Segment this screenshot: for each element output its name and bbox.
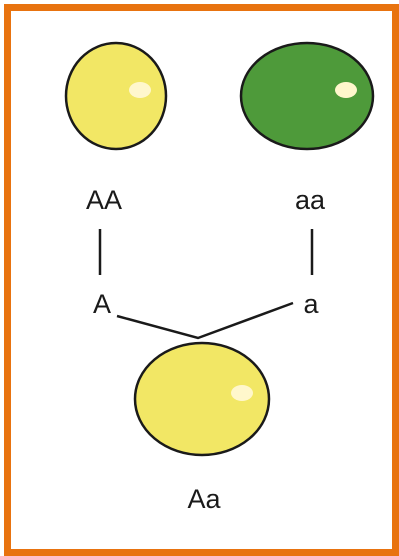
pea-highlight: [231, 385, 253, 401]
pea-highlight: [335, 82, 357, 98]
parent-genotype-dominant: AA: [86, 185, 122, 215]
pea-highlight: [129, 82, 151, 98]
pea-body: [64, 41, 168, 151]
parent-pea-recessive: [239, 41, 375, 151]
gamete-recessive: a: [303, 289, 319, 319]
offspring-pea: [133, 341, 271, 457]
gamete-dominant: A: [93, 289, 111, 319]
parent-genotype-recessive: aa: [295, 185, 326, 215]
fertilization-lines: [116, 301, 294, 340]
pea-body: [133, 341, 271, 457]
offspring-genotype: Aa: [187, 484, 221, 514]
parent-pea-dominant: [64, 41, 168, 151]
pea-body: [239, 41, 375, 151]
